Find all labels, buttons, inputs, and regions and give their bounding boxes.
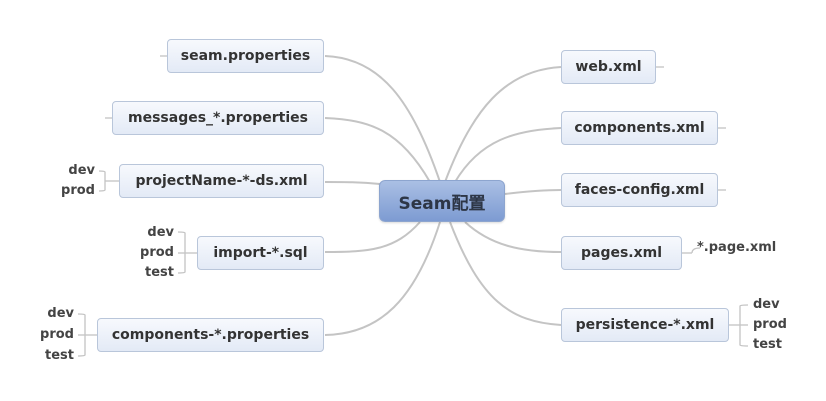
node-label: pages.xml xyxy=(580,245,663,261)
node-label: components.xml xyxy=(574,120,705,136)
node-messages-properties[interactable]: messages_*.properties xyxy=(112,101,324,135)
node-label: messages_*.properties xyxy=(128,110,308,126)
node-label: import-*.sql xyxy=(213,245,308,261)
central-topic[interactable]: Seam配置 xyxy=(379,180,505,222)
leaf-page-xml[interactable]: *.page.xml xyxy=(697,240,777,255)
node-faces-config-xml[interactable]: faces-config.xml xyxy=(561,173,718,207)
node-import-sql[interactable]: import-*.sql xyxy=(197,236,324,270)
node-label: persistence-*.xml xyxy=(575,317,715,333)
node-persistence-xml[interactable]: persistence-*.xml xyxy=(561,308,729,342)
leaf-persistence-test[interactable]: test xyxy=(753,337,782,352)
node-seam-properties[interactable]: seam.properties xyxy=(167,39,324,73)
leaf-import-test[interactable]: test xyxy=(145,265,174,280)
node-web-xml[interactable]: web.xml xyxy=(561,50,656,84)
node-label: faces-config.xml xyxy=(574,182,705,198)
leaf-import-dev[interactable]: dev xyxy=(147,225,174,240)
node-label: projectName-*-ds.xml xyxy=(135,173,308,189)
leaf-import-prod[interactable]: prod xyxy=(140,245,174,260)
node-components-xml[interactable]: components.xml xyxy=(561,111,718,145)
node-label: components-*.properties xyxy=(111,327,310,343)
leaf-components-dev[interactable]: dev xyxy=(47,306,74,321)
leaf-persistence-dev[interactable]: dev xyxy=(753,297,780,312)
leaf-components-test[interactable]: test xyxy=(45,348,74,363)
leaf-projectname-dev[interactable]: dev xyxy=(68,163,95,178)
node-label: web.xml xyxy=(575,59,642,75)
central-topic-label: Seam配置 xyxy=(398,193,486,214)
node-pages-xml[interactable]: pages.xml xyxy=(561,236,682,270)
leaf-components-prod[interactable]: prod xyxy=(40,327,74,342)
node-projectname-ds-xml[interactable]: projectName-*-ds.xml xyxy=(119,164,324,198)
node-components-properties[interactable]: components-*.properties xyxy=(97,318,324,352)
node-label: seam.properties xyxy=(180,48,311,64)
leaf-persistence-prod[interactable]: prod xyxy=(753,317,787,332)
leaf-projectname-prod[interactable]: prod xyxy=(61,183,95,198)
